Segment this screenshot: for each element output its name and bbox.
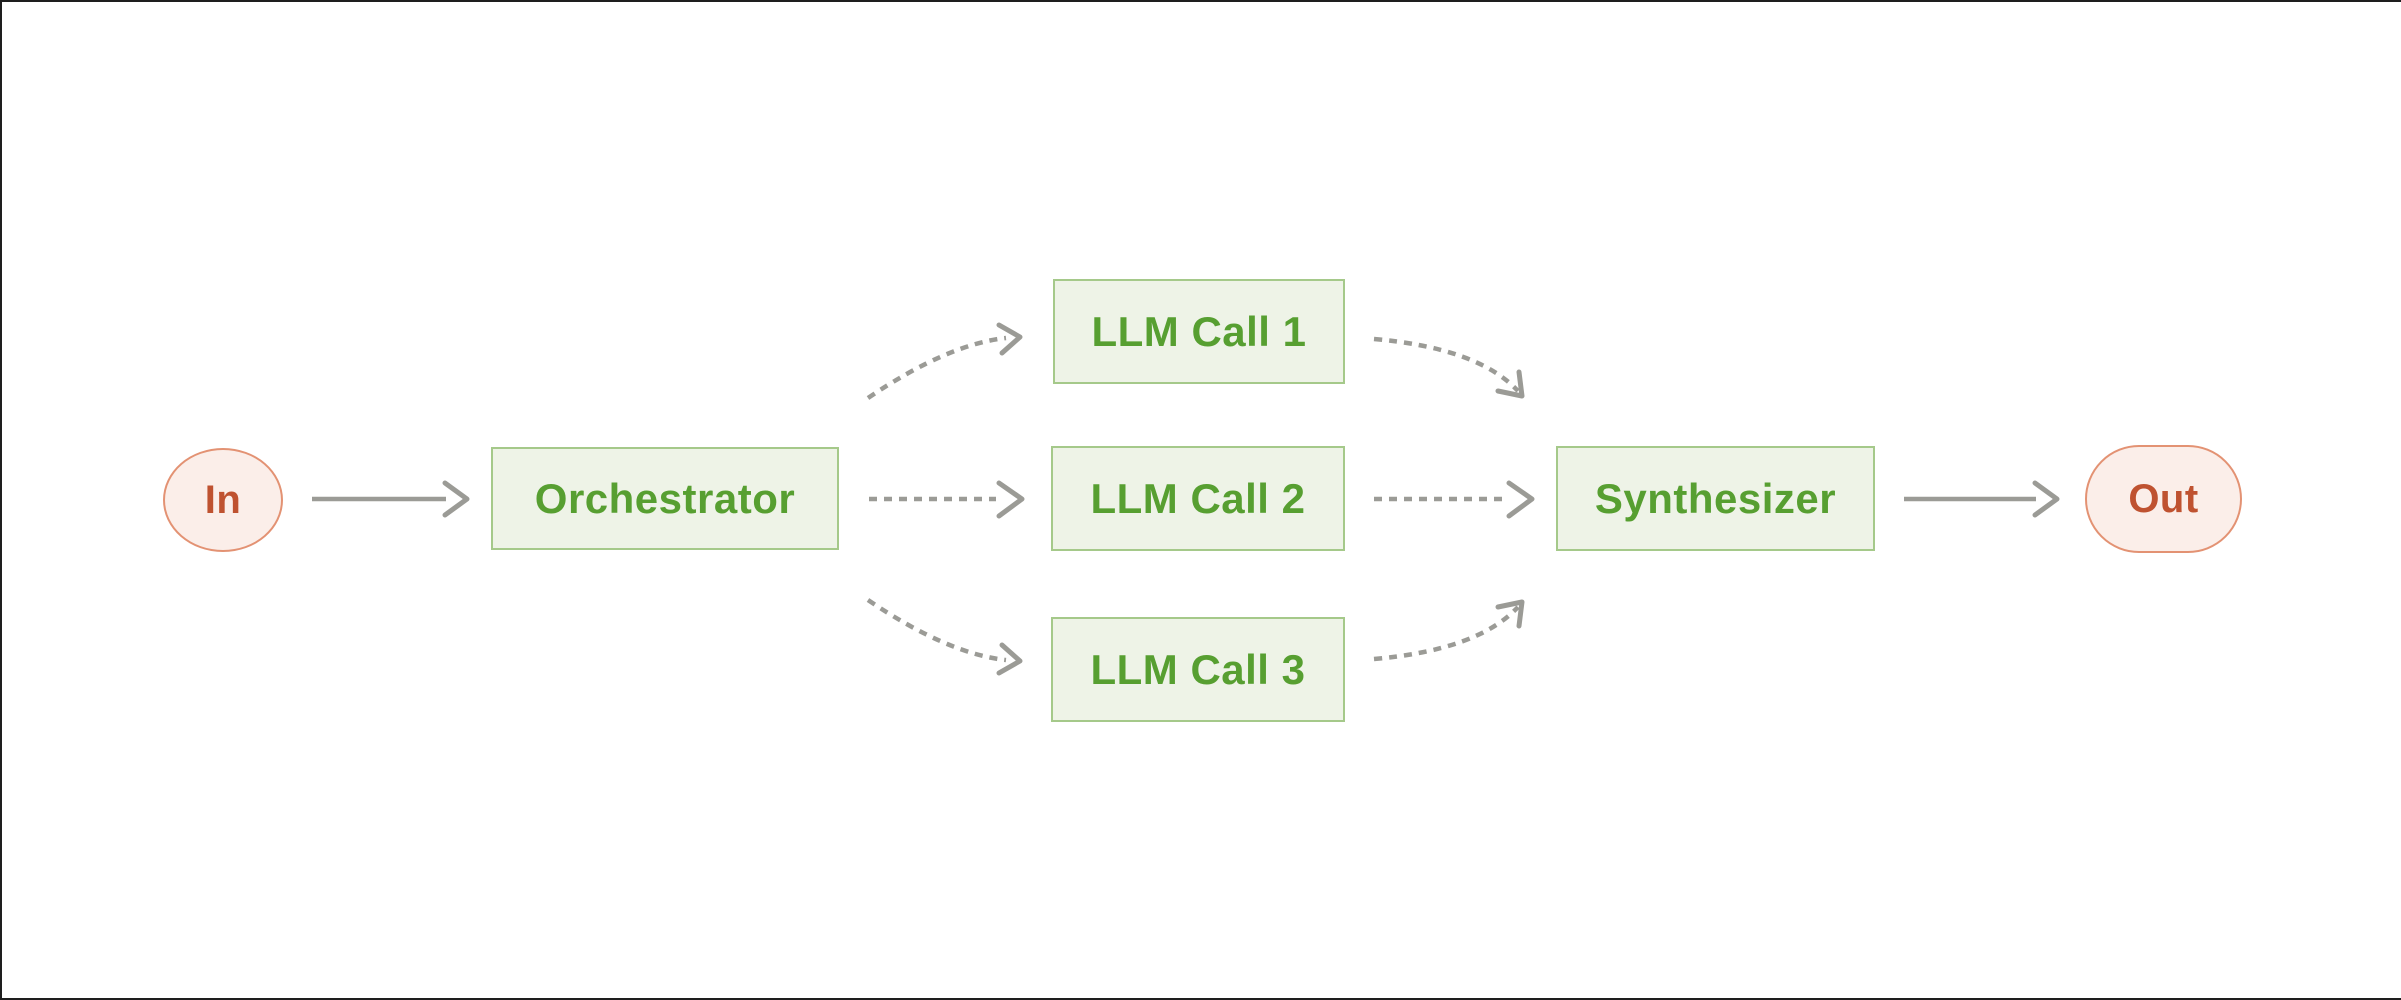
node-llm-call-1-label: LLM Call 1 <box>1091 307 1307 355</box>
arrow-orchestrator-to-llm-call-1 <box>866 322 1023 400</box>
node-llm-call-2-label: LLM Call 2 <box>1090 474 1306 522</box>
arrow-llm-call-1-to-synthesizer <box>1373 336 1525 399</box>
arrow-in-to-orchestrator <box>312 480 470 518</box>
node-llm-call-1: LLM Call 1 <box>1053 279 1345 384</box>
arrow-orchestrator-to-llm-call-3 <box>866 598 1023 676</box>
node-llm-call-3: LLM Call 3 <box>1051 617 1345 722</box>
arrow-orchestrator-to-llm-call-2 <box>869 480 1025 519</box>
window-border-left <box>0 0 2 1000</box>
arrow-llm-call-2-to-synthesizer <box>1374 480 1535 519</box>
node-out-label: Out <box>2128 476 2199 521</box>
node-in-label: In <box>204 477 242 522</box>
node-synthesizer: Synthesizer <box>1556 446 1875 551</box>
arrow-llm-call-3-to-synthesizer <box>1373 599 1525 662</box>
arrow-synthesizer-to-out <box>1904 480 2060 518</box>
node-orchestrator-label: Orchestrator <box>534 474 796 522</box>
window-border-bottom <box>0 998 2401 1000</box>
node-orchestrator: Orchestrator <box>491 447 839 550</box>
node-synthesizer-label: Synthesizer <box>1594 474 1837 522</box>
window-border-top <box>0 0 2401 2</box>
node-llm-call-3-label: LLM Call 3 <box>1090 645 1306 693</box>
node-in: In <box>163 448 283 552</box>
node-out: Out <box>2085 445 2242 553</box>
node-llm-call-2: LLM Call 2 <box>1051 446 1345 551</box>
